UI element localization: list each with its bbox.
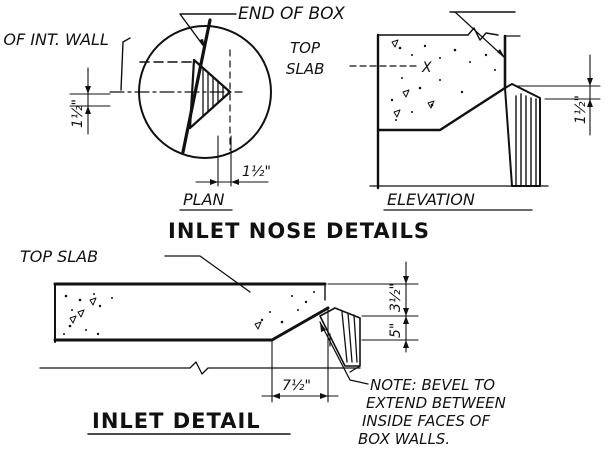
inlet-detail-hatch <box>341 311 358 363</box>
label-elevation: ELEVATION <box>387 190 475 209</box>
title-inlet-detail: INLET DETAIL <box>92 409 261 433</box>
dim-7-half: 7½" <box>282 378 311 394</box>
elevation-view <box>369 11 601 190</box>
title-inlet-nose-details: INLET NOSE DETAILS <box>168 219 430 243</box>
label-top-slab-line2: SLAB <box>286 60 324 78</box>
label-end-of-box: END OF BOX <box>238 4 345 24</box>
dim-1-half-plan-left: 1½" <box>70 99 86 128</box>
dim-3-half: 3½" <box>388 283 404 312</box>
note-line-4: BOX WALLS. <box>358 430 450 448</box>
label-int-wall: ℄ OF INT. WALL <box>0 30 109 49</box>
dim-5: 5" <box>388 323 404 338</box>
plan-view <box>69 13 272 187</box>
dim-1-half-plan-bottom: 1½" <box>242 164 271 180</box>
label-top-slab-lower: TOP SLAB <box>20 247 98 266</box>
note-line-3: INSIDE FACES OF <box>362 412 490 430</box>
note-line-2: EXTEND BETWEEN <box>366 394 506 412</box>
note-line-1: NOTE: BEVEL TO <box>370 376 495 394</box>
elevation-concrete-stipple <box>390 39 496 121</box>
dim-1-half-elevation: 1½" <box>573 95 589 124</box>
inlet-detail-view <box>39 255 419 403</box>
label-x-mark: X <box>421 60 432 76</box>
label-top-slab-line1: TOP <box>290 39 321 57</box>
label-plan: PLAN <box>183 190 225 209</box>
elevation-hatch <box>515 93 537 187</box>
inlet-concrete-stipple <box>63 291 315 336</box>
